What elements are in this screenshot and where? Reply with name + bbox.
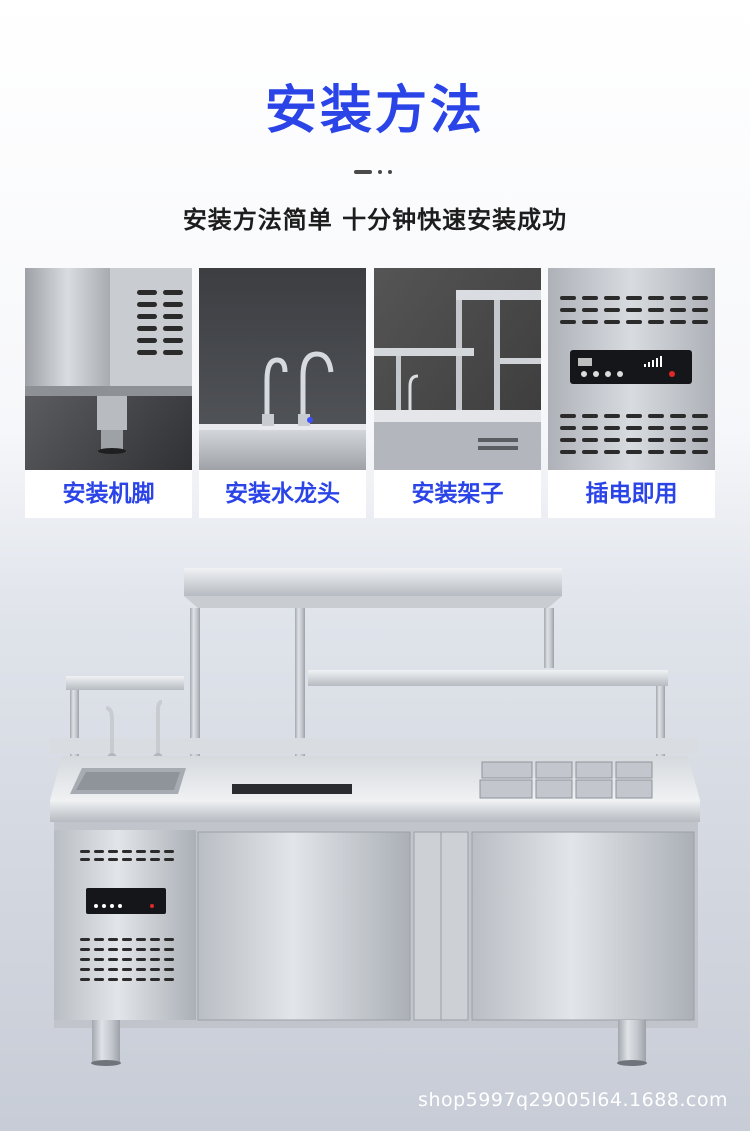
page-subtitle: 安装方法简单 十分钟快速安装成功 <box>182 206 568 234</box>
step-card-foot: 安装机脚 <box>25 268 192 518</box>
step-card-shelf: 安装架子 <box>374 268 541 518</box>
step-card-faucet: 安装水龙头 <box>199 268 366 518</box>
step-label-faucet: 安装水龙头 <box>199 470 366 518</box>
installation-steps: 安装机脚 <box>25 268 715 518</box>
step-label-shelf: 安装架子 <box>374 470 541 518</box>
faucet-photo <box>199 268 366 470</box>
step-label-foot: 安装机脚 <box>25 470 192 518</box>
machine-foot-photo <box>25 268 192 470</box>
bar-counter-illustration <box>40 560 710 1080</box>
page-title: 安装方法 <box>264 81 485 141</box>
control-panel-photo <box>548 268 715 470</box>
title-divider <box>352 170 402 176</box>
step-card-power: 插电即用 <box>548 268 715 518</box>
step-label-power: 插电即用 <box>548 470 715 518</box>
shop-watermark: shop5997q29005l64.1688.com <box>418 1089 728 1111</box>
shelf-photo <box>374 268 541 470</box>
